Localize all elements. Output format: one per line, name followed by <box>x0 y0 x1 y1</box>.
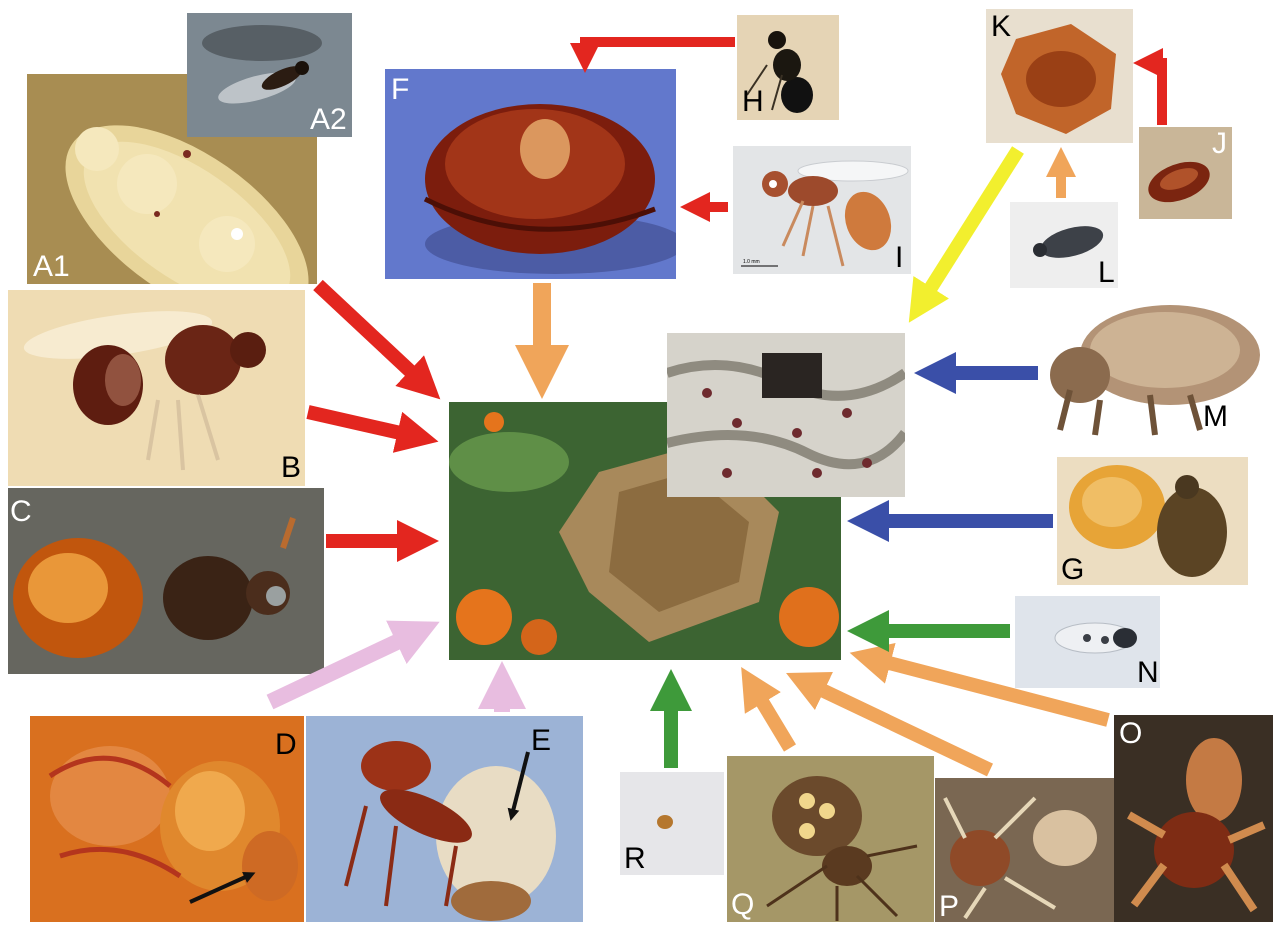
pupa-g-illustration <box>1057 457 1248 585</box>
panel-p-image: P <box>935 778 1114 922</box>
panel-n-image: N <box>1015 596 1160 688</box>
label-n: N <box>1137 658 1159 688</box>
label-p: P <box>939 892 959 922</box>
panel-m-image: M <box>1040 290 1265 440</box>
panel-j-image: J <box>1139 127 1232 219</box>
panel-k-image: K <box>986 9 1133 143</box>
label-i: I <box>895 243 903 273</box>
panel-f-image: F <box>385 69 676 279</box>
label-f: F <box>391 75 409 105</box>
label-m: M <box>1203 402 1228 432</box>
wasp-c-illustration <box>8 488 324 674</box>
panel-b-image: B <box>8 290 305 486</box>
arrow-b-to-nest <box>308 412 418 437</box>
spider-p-illustration <box>935 778 1114 922</box>
arrow-j-to-k <box>1148 63 1162 125</box>
label-q: Q <box>731 890 754 920</box>
label-o: O <box>1119 719 1142 749</box>
panel-q-image: Q <box>727 756 934 922</box>
ant-d-illustration <box>30 716 304 922</box>
ant-colony-illustration <box>667 333 905 497</box>
panel-c-image: C <box>8 488 324 674</box>
panel-a2-image: A2 <box>187 13 352 137</box>
panel-h-image: H <box>737 15 839 120</box>
label-d: D <box>275 730 297 760</box>
label-g: G <box>1061 555 1084 585</box>
wasp-i-illustration <box>733 146 911 274</box>
scale-bar-label: 1.0 mm <box>743 259 760 265</box>
label-c: C <box>10 497 32 527</box>
panel-i-image: 1.0 mm I <box>733 146 911 274</box>
arrow-q-to-nest <box>752 685 790 748</box>
label-r: R <box>624 844 646 874</box>
panel-g-image: G <box>1057 457 1248 585</box>
panel-e-image: E <box>306 716 583 922</box>
label-e: E <box>531 726 551 756</box>
label-k: K <box>991 12 1011 42</box>
label-a2: A2 <box>310 105 347 135</box>
label-b: B <box>281 453 301 483</box>
panel-o-image: O <box>1114 715 1273 922</box>
wasp-b-illustration <box>8 290 305 486</box>
ant-colony-image <box>667 333 905 497</box>
label-l: L <box>1098 258 1115 288</box>
arrow-a1-to-nest <box>318 285 425 385</box>
scale-insect-f-illustration <box>385 69 676 279</box>
weevil-m-illustration <box>1040 290 1265 440</box>
panel-l-image: L <box>1010 202 1118 288</box>
label-j: J <box>1212 129 1227 159</box>
panel-r-image: R <box>620 772 724 875</box>
arrow-k-to-colony <box>920 150 1018 305</box>
spider-q-illustration <box>727 756 934 922</box>
label-a1: A1 <box>33 252 70 282</box>
arrow-h-to-f <box>585 42 735 58</box>
label-h: H <box>742 87 764 117</box>
panel-d-image: D <box>30 716 304 922</box>
